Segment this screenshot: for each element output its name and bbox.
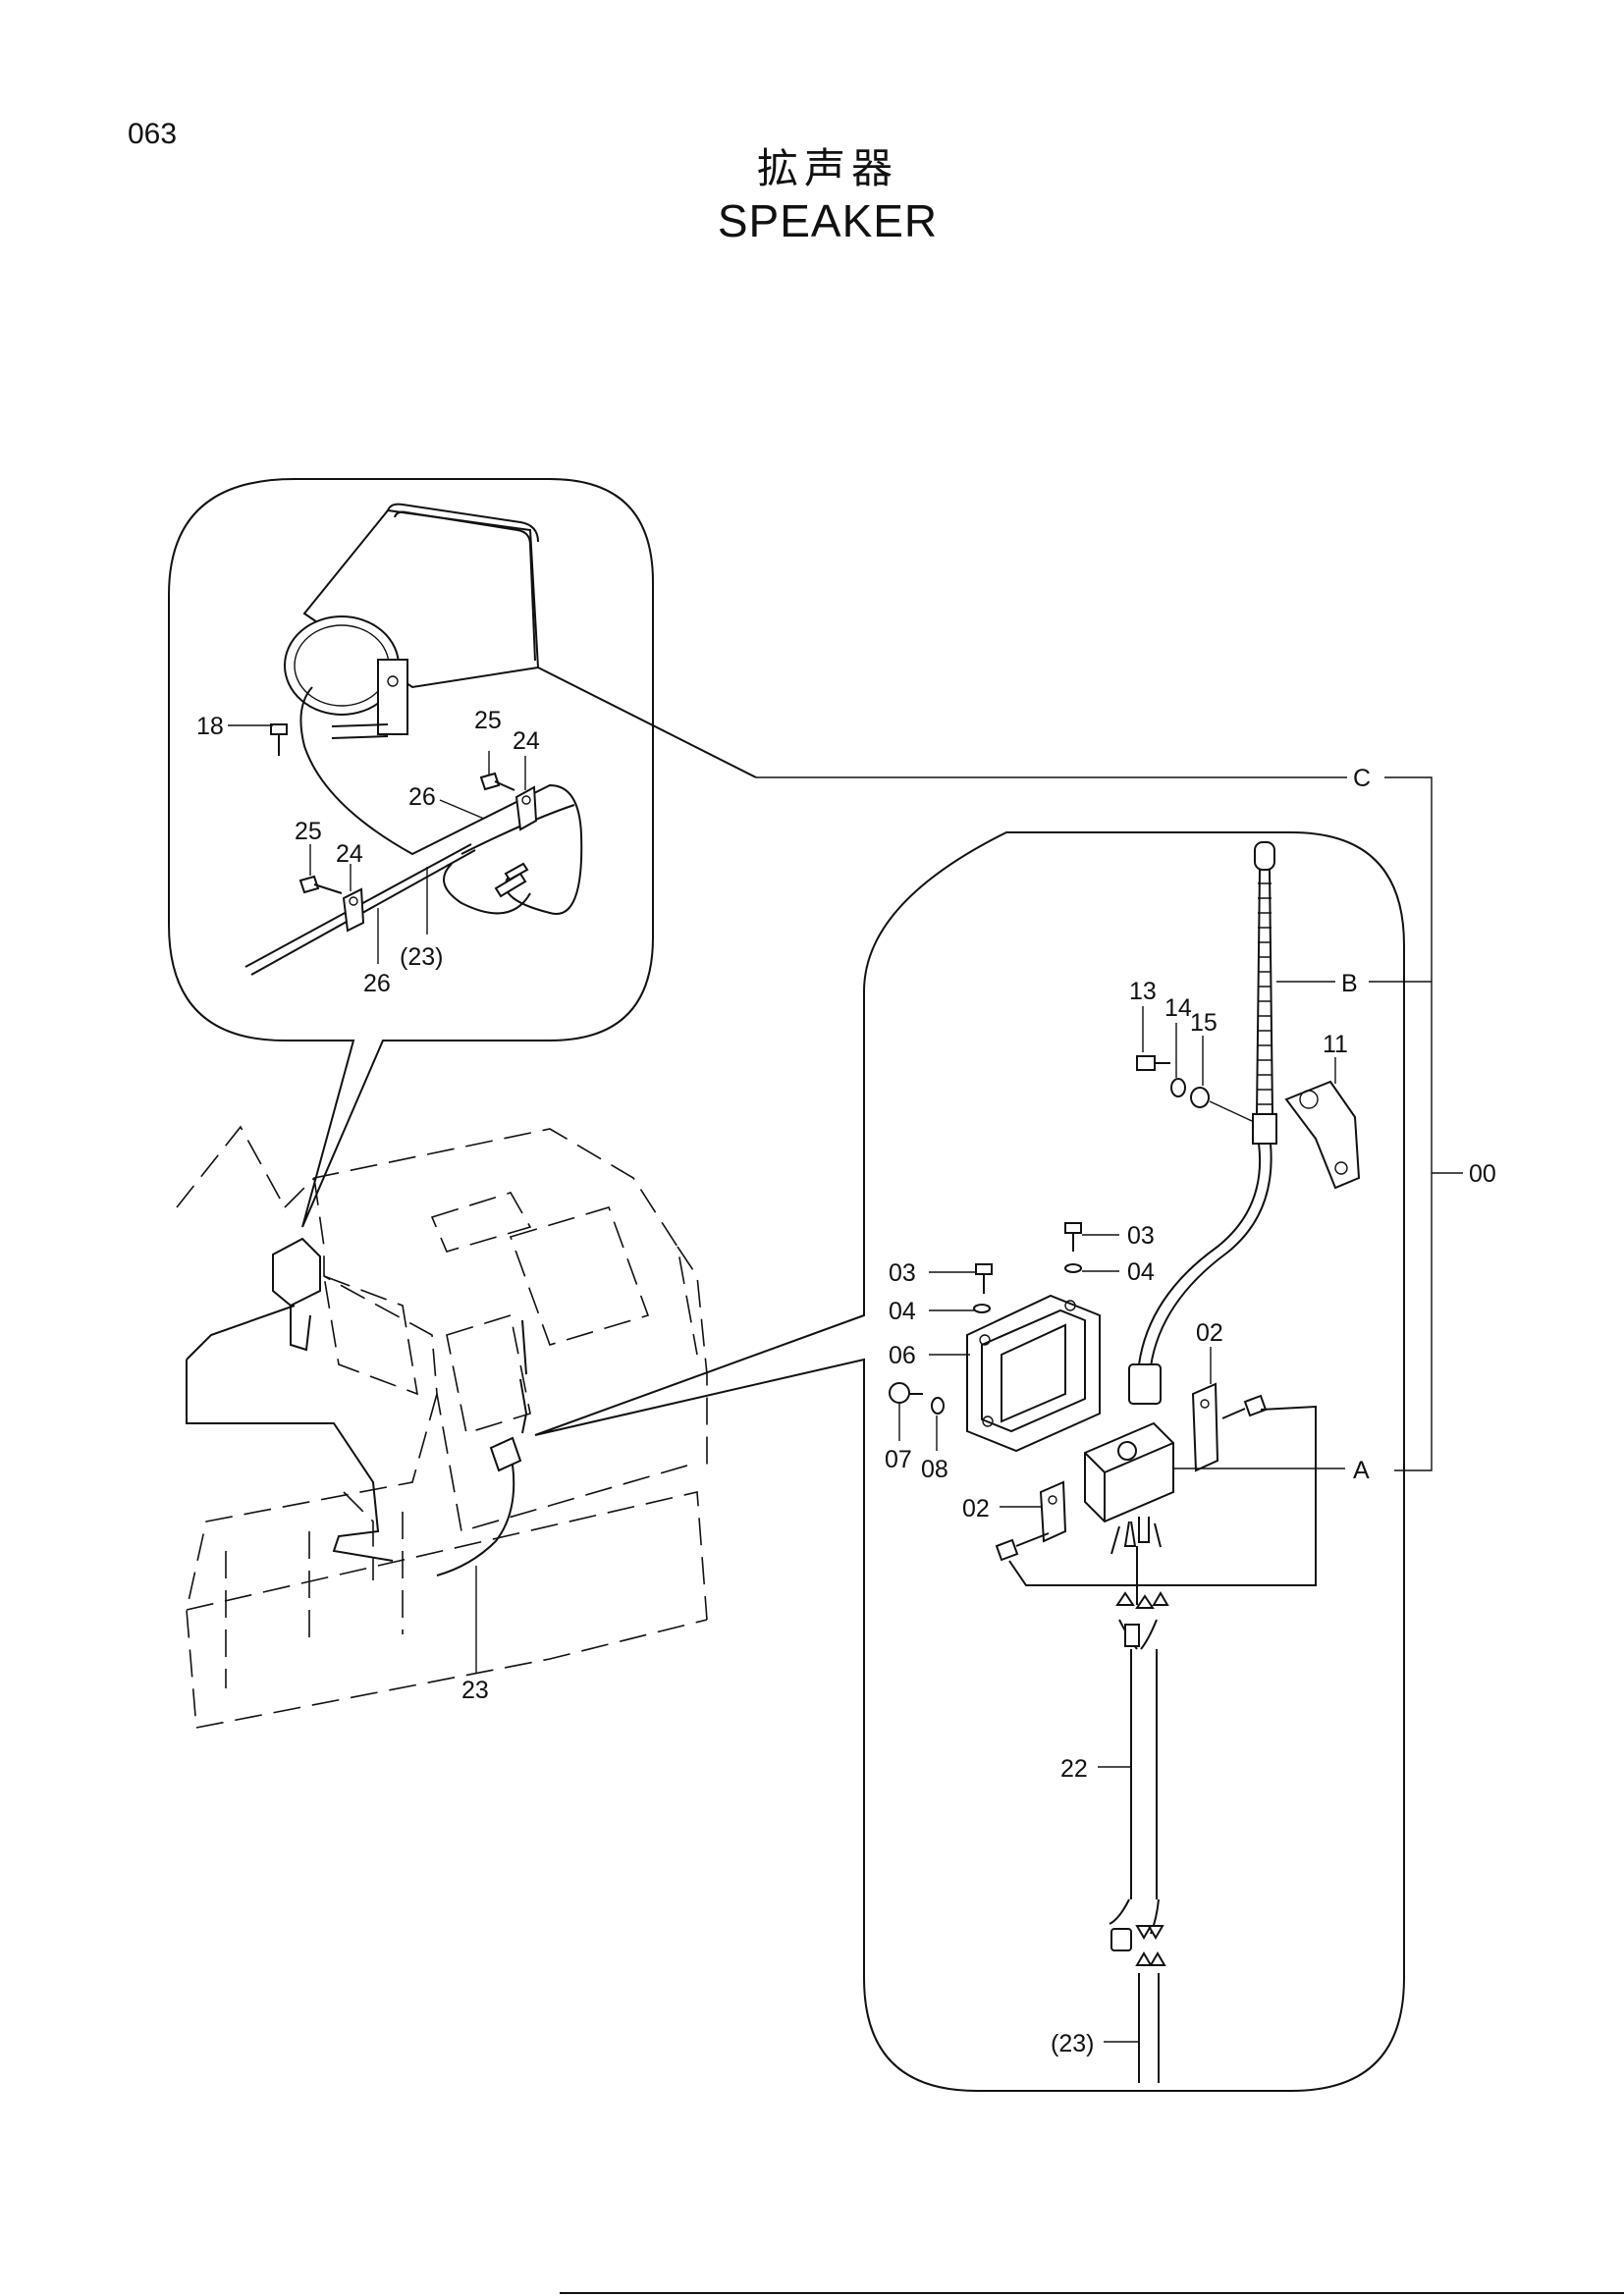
callout-04-left: 04 [889, 1298, 916, 1325]
horn-speaker [284, 503, 540, 739]
lock-washer-icon [1170, 1078, 1186, 1097]
leader-line-c [537, 667, 757, 778]
callout-03-right: 03 [1127, 1222, 1155, 1250]
amplifier-mount-bracket [966, 1294, 1101, 1453]
cable-clip-lower [342, 887, 365, 933]
bolt-icon [479, 772, 515, 791]
amplifier-bracket-lower [1039, 1480, 1067, 1543]
callout-assembly-c: C [1353, 765, 1371, 792]
bolt-icon [270, 723, 288, 756]
washer-icon [1064, 1263, 1082, 1273]
bolt-icon [1064, 1222, 1082, 1252]
callout-26-top: 26 [408, 783, 436, 811]
callout-24-top: 24 [513, 727, 540, 755]
callout-00: 00 [1469, 1160, 1496, 1188]
callout-03-left: 03 [889, 1259, 916, 1287]
callout-23-cab: 23 [461, 1677, 489, 1704]
bolt-icon [995, 1532, 1050, 1562]
callout-assembly-a: A [1353, 1457, 1370, 1484]
callout-26-bottom: 26 [363, 970, 391, 997]
callout-15: 15 [1190, 1009, 1218, 1037]
washer-icon [931, 1397, 945, 1415]
amplifier-detail-bubble [534, 831, 1405, 2092]
cable-clip-upper [514, 785, 538, 831]
bolt-icon [889, 1382, 923, 1404]
page-number: 063 [128, 118, 178, 150]
bolt-icon [1221, 1394, 1268, 1419]
callout-13: 13 [1129, 978, 1157, 1005]
bolt-icon [975, 1263, 993, 1294]
callout-23-ref-bottom: (23) [1051, 2030, 1094, 2057]
callout-assembly-b: B [1341, 970, 1358, 997]
callout-02-lower: 02 [962, 1495, 990, 1522]
antenna-bracket [1284, 1080, 1361, 1190]
antenna [1128, 841, 1277, 1405]
assembly-bracket [756, 776, 1463, 1471]
leader-antenna-mount [1209, 1100, 1253, 1122]
amplifier-bracket-upper [1191, 1382, 1219, 1472]
amplifier-unit [1084, 1421, 1174, 1555]
page-title: SPEAKER [717, 195, 939, 246]
cab-speaker-mount [186, 1237, 394, 1562]
page-title-japanese: 拡声器 [756, 144, 898, 192]
callout-06: 06 [889, 1342, 916, 1369]
speaker-detail-bubble [168, 478, 654, 1228]
bolt-group-bracket [1008, 1405, 1317, 1586]
wire-harness [1109, 1546, 1169, 2083]
washer-icon [1190, 1087, 1210, 1108]
callout-23-ref-top: (23) [400, 943, 443, 971]
callout-04-right: 04 [1127, 1258, 1155, 1286]
callout-08: 08 [921, 1456, 948, 1483]
callout-14: 14 [1164, 994, 1192, 1022]
machine-cab-outline [176, 1125, 708, 1729]
bolt-icon [298, 875, 343, 894]
callout-24-left: 24 [336, 840, 363, 868]
callout-22: 22 [1060, 1755, 1088, 1783]
cab-amplifier [436, 1319, 528, 1576]
callout-25-left: 25 [295, 818, 322, 845]
washer-icon [973, 1304, 991, 1313]
callout-11: 11 [1323, 1031, 1348, 1058]
leader-26-top [439, 799, 485, 820]
callout-07: 07 [885, 1446, 912, 1473]
callout-02-upper: 02 [1196, 1319, 1223, 1347]
callout-18: 18 [196, 713, 224, 740]
callout-25-top: 25 [474, 707, 502, 734]
bolt-icon [1136, 1055, 1170, 1071]
